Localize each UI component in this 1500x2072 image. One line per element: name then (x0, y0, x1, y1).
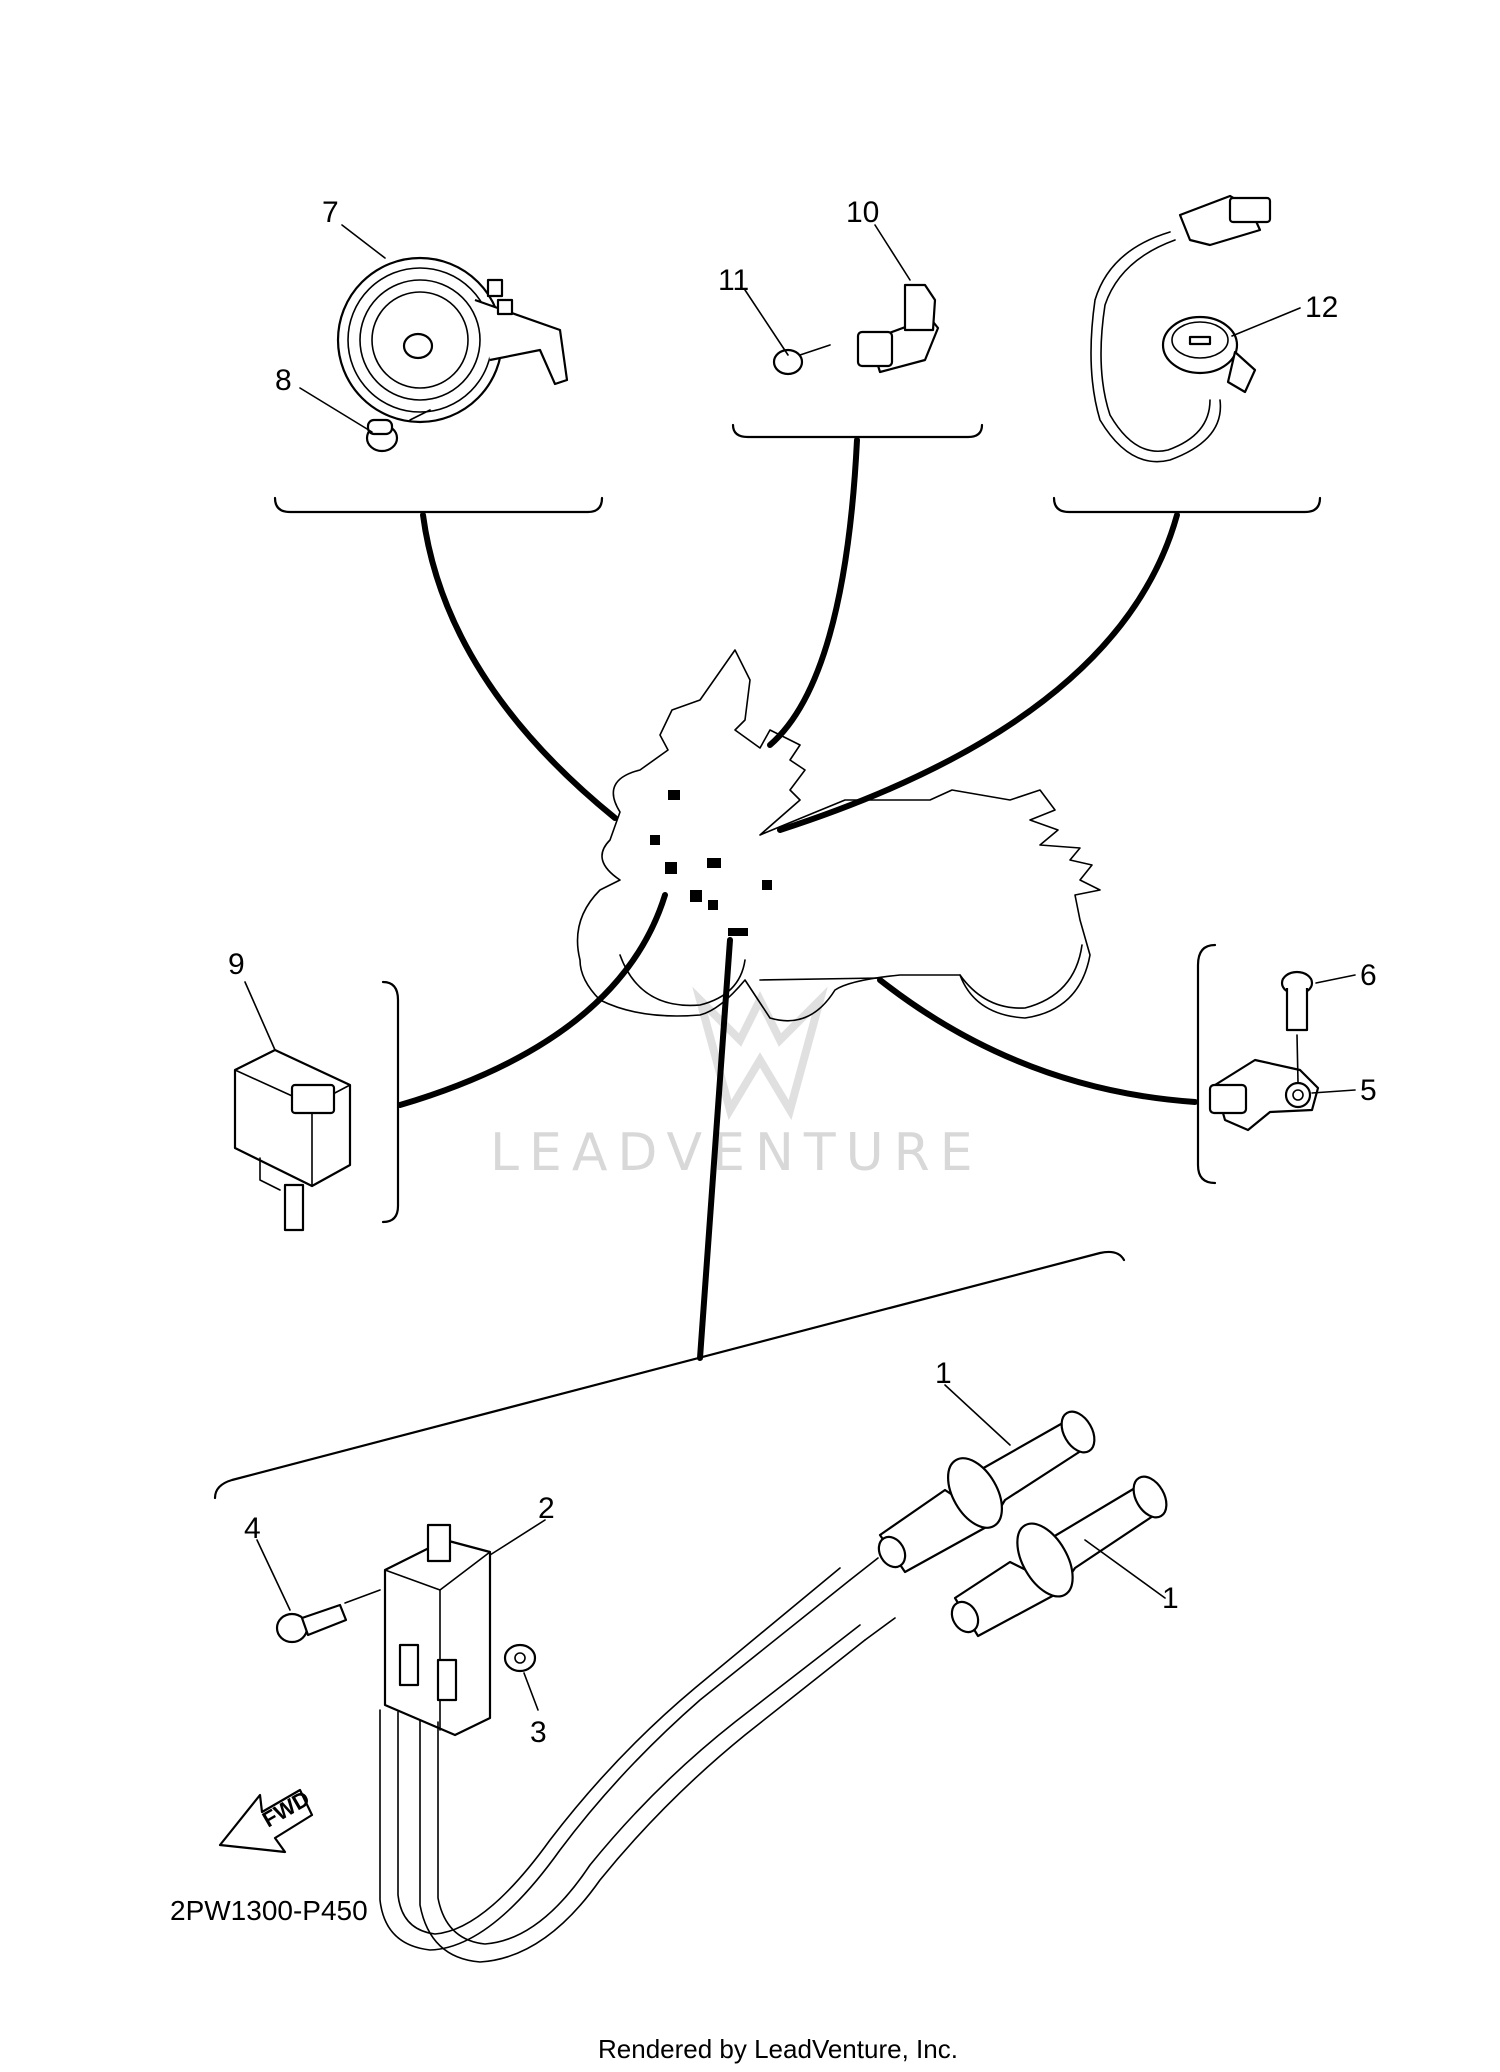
callout-2: 2 (538, 1492, 555, 1525)
callouts: 7 8 10 11 12 9 6 5 1 1 2 4 3 (228, 196, 1377, 1749)
leader-ignition (697, 937, 733, 1361)
nut-3-part (503, 1643, 537, 1673)
crank-sensor-5-part (1208, 1058, 1320, 1132)
callout-9: 9 (228, 948, 245, 981)
leader-relay (397, 892, 668, 1108)
diagram-code: 2PW1300-P450 (170, 1895, 368, 1926)
callout-leaders (244, 224, 1356, 1711)
panel-crank-sensor-frame (1196, 943, 1217, 1185)
bike-swingarm (759, 977, 881, 981)
bolt-6-part (1280, 970, 1314, 1083)
callout-12: 12 (1305, 291, 1338, 324)
switch-12-part (1090, 194, 1272, 463)
component-markers (650, 790, 772, 936)
bike-outline (576, 649, 1101, 1022)
callout-4: 4 (244, 1512, 261, 1545)
footer-credit: Rendered by LeadVenture, Inc. (598, 2034, 958, 2064)
motorcycle-silhouette (576, 649, 1101, 1022)
panel-horn-frame (273, 496, 604, 514)
relay-9-part (233, 1048, 352, 1232)
bolt-4-part (275, 1589, 381, 1644)
callout-1b: 1 (1162, 1582, 1179, 1615)
callout-11: 11 (718, 264, 749, 297)
sensor-10-part (856, 283, 940, 374)
callout-6: 6 (1360, 959, 1377, 992)
screw-11-part (772, 344, 831, 376)
callout-5: 5 (1360, 1074, 1377, 1107)
plug-cap-1a-part (877, 1410, 1096, 1574)
panel-switch-frame (1052, 496, 1322, 514)
callout-7: 7 (322, 196, 339, 229)
ignition-coil-2-part (383, 1523, 492, 1737)
callout-1a: 1 (935, 1357, 952, 1390)
fwd-arrow: FWD (218, 1786, 314, 1854)
callout-8: 8 (275, 364, 292, 397)
bike-rear-wheel (959, 944, 1083, 1009)
leader-switch (777, 512, 1180, 833)
leader-crank (877, 977, 1198, 1105)
callout-10: 10 (846, 196, 879, 229)
plug-cap-1b-part (950, 1475, 1168, 1638)
ignition-leads (379, 1557, 896, 1963)
leader-horn (420, 512, 618, 821)
horn-part (336, 256, 569, 424)
watermark-text: LEADVENTURE (490, 1123, 983, 1183)
panel-relay-frame (381, 980, 400, 1224)
watermark: LEADVENTURE (490, 986, 983, 1183)
bike-front-wheel (619, 954, 746, 1007)
bolt-8-part (365, 418, 399, 453)
leader-sensor (767, 437, 860, 748)
panel-sensor-frame (731, 423, 984, 439)
callout-3: 3 (530, 1716, 547, 1749)
panel-ignition-frame (213, 1250, 1126, 1500)
watermark-logo (692, 986, 828, 1121)
